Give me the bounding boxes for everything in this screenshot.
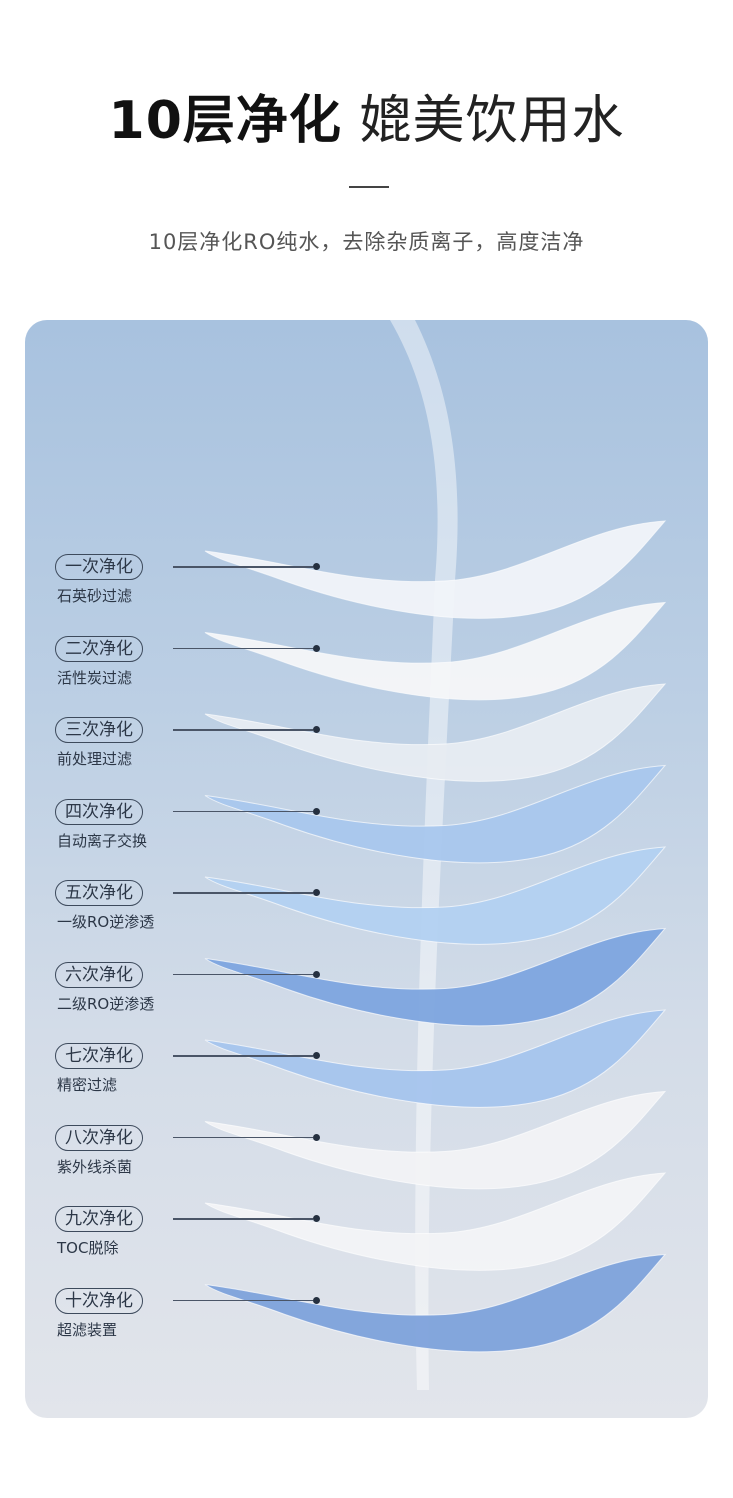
stage-label: 二次净化活性炭过滤 — [55, 635, 320, 688]
leader-line — [173, 1136, 313, 1138]
filter-layers-illustration — [204, 320, 667, 1390]
stage-label: 七次净化精密过滤 — [55, 1043, 320, 1095]
leader-dot — [313, 726, 320, 733]
leader-dot — [313, 1133, 320, 1141]
leader-dot — [313, 1296, 320, 1304]
leader-line — [173, 729, 313, 731]
leader-dot — [313, 889, 320, 896]
stage-pill: 一次净化 — [55, 554, 143, 580]
stage-label: 四次净化自动离子交换 — [55, 798, 320, 851]
leader-line — [173, 810, 313, 812]
leader-dot — [313, 563, 320, 570]
filter-layer — [204, 846, 667, 945]
filter-layer — [204, 683, 667, 782]
title-bold: 10层净化 — [108, 91, 342, 151]
stage-label: 九次净化 TOC脱除 — [55, 1206, 320, 1258]
stage-pill: 四次净化 — [55, 798, 143, 825]
stage-description: 紫外线杀菌 — [57, 1157, 133, 1176]
leader-line — [173, 647, 313, 649]
filter-layer — [204, 1253, 667, 1353]
stage-pill: 三次净化 — [55, 717, 143, 743]
leader-dot — [313, 1215, 320, 1222]
stage-label: 三次净化前处理过滤 — [55, 717, 320, 769]
stage-description: 自动离子交换 — [57, 831, 148, 850]
stage-pill: 八次净化 — [55, 1124, 143, 1151]
stage-description: TOC脱除 — [57, 1239, 119, 1257]
leader-line — [173, 973, 313, 975]
filter-layer — [204, 1172, 667, 1271]
filter-layer — [204, 1009, 667, 1108]
stage-pill: 五次净化 — [55, 880, 143, 906]
stage-description: 一级RO逆渗透 — [57, 913, 155, 931]
stage-pill: 六次净化 — [55, 961, 143, 988]
stage-label: 一次净化石英砂过滤 — [55, 554, 320, 606]
leader-dot — [313, 807, 320, 815]
stage-label: 六次净化二级RO逆渗透 — [55, 961, 320, 1014]
leader-dot — [313, 1052, 320, 1059]
stage-description: 精密过滤 — [57, 1076, 118, 1094]
leader-line — [173, 892, 313, 894]
leader-line — [173, 1055, 313, 1057]
filter-layer — [204, 927, 667, 1027]
leader-line — [173, 1299, 313, 1301]
stage-pill: 二次净化 — [55, 635, 143, 662]
filter-layer — [204, 764, 667, 864]
leader-dot — [313, 644, 320, 652]
stage-pill: 九次净化 — [55, 1206, 143, 1232]
stage-description: 活性炭过滤 — [57, 668, 133, 687]
title-regular: 媲美饮用水 — [359, 91, 625, 151]
page-title: 10层净化 媲美饮用水 — [0, 78, 733, 153]
leader-line — [173, 1218, 313, 1220]
stage-pill: 七次净化 — [55, 1043, 143, 1069]
divider — [349, 186, 389, 188]
leader-line — [173, 566, 313, 568]
stage-description: 前处理过滤 — [57, 750, 133, 768]
stage-label: 五次净化一级RO逆渗透 — [55, 880, 320, 932]
subtitle: 10层净化RO纯水，去除杂质离子，高度洁净 — [148, 230, 585, 254]
stage-pill: 十次净化 — [55, 1287, 143, 1314]
filter-layer — [204, 520, 667, 619]
filter-layer — [204, 1090, 667, 1190]
filter-layer — [204, 601, 667, 701]
stage-label: 十次净化超滤装置 — [55, 1287, 320, 1340]
stage-description: 超滤装置 — [57, 1320, 118, 1339]
stage-description: 石英砂过滤 — [57, 587, 133, 605]
stage-label: 八次净化紫外线杀菌 — [55, 1124, 320, 1177]
leader-dot — [313, 970, 320, 978]
stage-description: 二级RO逆渗透 — [57, 994, 155, 1013]
filtration-illustration-card: 一次净化石英砂过滤二次净化活性炭过滤三次净化前处理过滤四次净化自动离子交换五次净… — [25, 320, 708, 1418]
